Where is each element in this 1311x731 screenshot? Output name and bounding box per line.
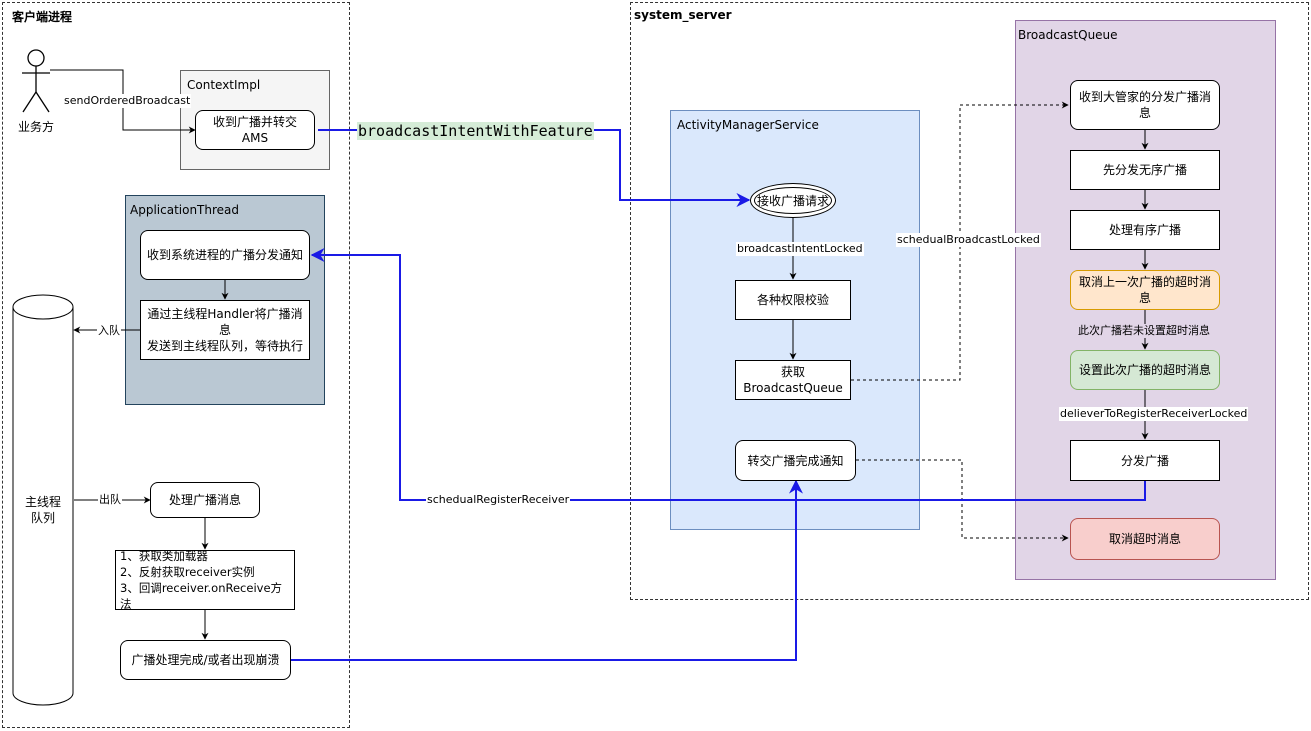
client-process-title: 客户端进程 [12, 10, 73, 24]
context-impl-title: ContextImpl [187, 78, 261, 92]
perm-check-node: 各种权限校验 [735, 280, 851, 320]
edge-done-to-forward [291, 479, 803, 661]
if-no-timeout-label: 此次广播若未设置超时消息 [1077, 324, 1211, 338]
bq-receive-node: 收到大管家的分发广播消息 [1070, 80, 1220, 130]
bq-dispatch-node: 分发广播 [1070, 440, 1220, 481]
receive-notify-node: 收到系统进程的广播分发通知 [140, 230, 310, 280]
user-actor-icon [22, 49, 50, 113]
handler-post-node: 通过主线程Handler将广播消息 发送到主线程队列，等待执行 [140, 300, 310, 360]
forward-done-node: 转交广播完成通知 [735, 440, 856, 481]
schedule-locked-label: schedualBroadcastLocked [896, 233, 1041, 247]
system-server-title: system_server [634, 8, 732, 22]
enqueue-label: 入队 [97, 324, 121, 338]
application-thread-title: ApplicationThread [130, 203, 240, 217]
handle-msg-node: 处理广播消息 [150, 482, 260, 518]
bq-set-timeout-node: 设置此次广播的超时消息 [1070, 350, 1220, 390]
bq-cancel-timeout-node: 取消超时消息 [1070, 518, 1220, 560]
done-node: 广播处理完成/或者出现崩溃 [120, 640, 291, 680]
actor-label: 业务方 [18, 120, 55, 134]
deliver-locked-label: delieverToRegisterReceiverLocked [1059, 407, 1249, 421]
system-server-group [630, 2, 1309, 600]
steps-node: 1、获取类加载器 2、反射获取receiver实例 3、回调receiver.o… [115, 549, 295, 611]
edge-register-receiver [310, 248, 1146, 501]
intent-feature-label: broadcastIntentWithFeature [357, 122, 594, 140]
bq-cancel-prev-node: 取消上一次广播的超时消息 [1070, 270, 1220, 310]
register-receiver-label: schedualRegisterReceiver [426, 493, 571, 507]
send-ordered-label: sendOrderedBroadcast [63, 94, 192, 108]
get-queue-node: 获取 BroadcastQueue [735, 360, 851, 400]
main-queue-label: 主线程 队列 [24, 495, 61, 525]
receive-forward-node: 收到广播并转交AMS [195, 110, 315, 150]
accept-node: 接收广播请求 [750, 183, 836, 218]
bq-unordered-node: 先分发无序广播 [1070, 150, 1220, 190]
broadcast-queue-title: BroadcastQueue [1018, 28, 1118, 42]
intent-locked-label: broadcastIntentLocked [736, 242, 864, 256]
ams-title: ActivityManagerService [677, 118, 819, 132]
main-queue-cylinder [12, 294, 74, 706]
dequeue-label: 出队 [98, 493, 122, 507]
client-process-group [2, 2, 350, 728]
edge-intent-feature [318, 129, 751, 207]
bq-ordered-node: 处理有序广播 [1070, 210, 1220, 250]
accept-node-inner: 接收广播请求 [754, 187, 832, 214]
